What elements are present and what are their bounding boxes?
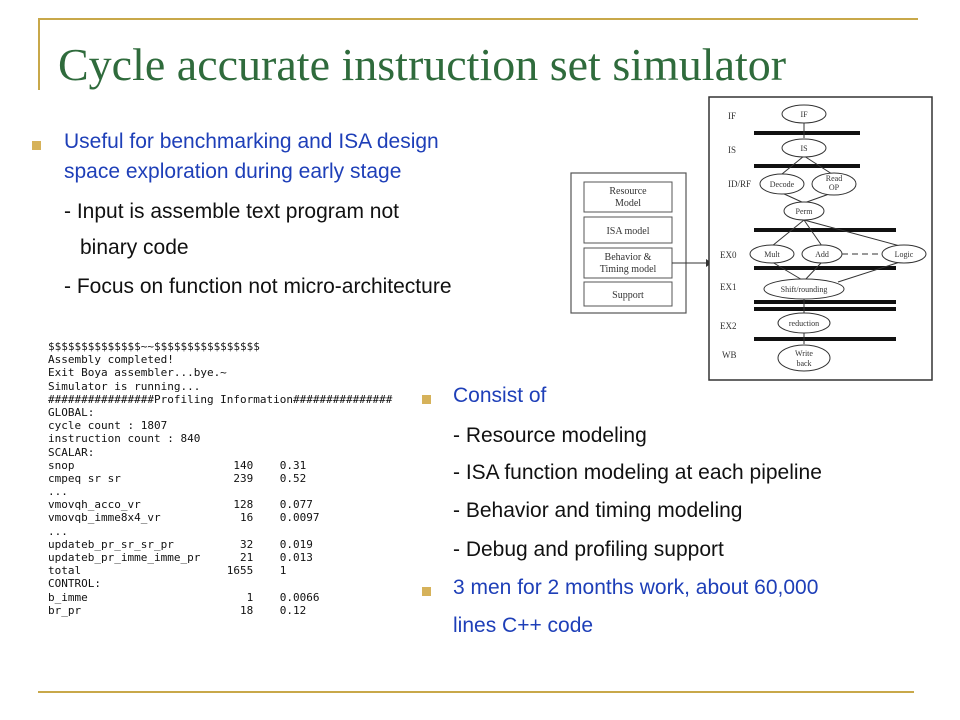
console-line: cmpeq sr sr 239 0.52 bbox=[48, 471, 307, 485]
sub-item: - Input is assemble text program not bbox=[64, 200, 399, 223]
node-is: IS bbox=[800, 144, 807, 153]
consist-of-heading: Consist of bbox=[453, 384, 547, 407]
console-line: Exit Boya assembler...bye.~ bbox=[48, 366, 227, 380]
console-line: Assembly completed! bbox=[48, 353, 174, 367]
sub-item: binary code bbox=[80, 236, 189, 259]
console-line: SCALAR: bbox=[48, 445, 95, 459]
node-reduction: reduction bbox=[789, 319, 819, 328]
node-shift-rounding: Shift/rounding bbox=[781, 285, 828, 294]
node-read-op: Read bbox=[826, 174, 842, 183]
node-add: Add bbox=[815, 250, 829, 259]
bullet-text-line2: space exploration during early stage bbox=[64, 160, 402, 183]
console-line: updateb_pr_sr_sr_pr 32 0.019 bbox=[48, 537, 313, 551]
model-support-label: Support bbox=[612, 290, 644, 301]
svg-text:Model: Model bbox=[615, 198, 641, 209]
node-decode: Decode bbox=[770, 180, 795, 189]
node-mult: Mult bbox=[764, 250, 780, 259]
stage-label: ID/RF bbox=[728, 179, 751, 189]
model-isa-label: ISA model bbox=[606, 226, 649, 237]
model-resource-label: Resource bbox=[609, 186, 647, 197]
frame-vertical-line bbox=[38, 18, 40, 90]
console-line: ################Profiling Information###… bbox=[48, 392, 393, 406]
model-block-diagram: Resource Model ISA model Behavior & Timi… bbox=[570, 172, 712, 314]
console-line: GLOBAL: bbox=[48, 405, 95, 419]
consist-item: - Debug and profiling support bbox=[453, 538, 724, 561]
consist-item: - Behavior and timing modeling bbox=[453, 499, 743, 522]
svg-text:back: back bbox=[796, 359, 811, 368]
console-line: ... bbox=[48, 485, 68, 499]
node-logic: Logic bbox=[895, 250, 914, 259]
bullet-square bbox=[32, 141, 41, 150]
effort-text-line2: lines C++ code bbox=[453, 614, 594, 637]
effort-text-line1: 3 men for 2 months work, about 60,000 bbox=[453, 576, 819, 599]
console-line: CONTROL: bbox=[48, 577, 101, 591]
stage-label: EX2 bbox=[720, 321, 737, 331]
console-line: br_pr 18 0.12 bbox=[48, 603, 307, 617]
svg-text:Timing model: Timing model bbox=[600, 264, 657, 275]
console-line: ... bbox=[48, 524, 68, 538]
console-line: vmovqh_acco_vr 128 0.077 bbox=[48, 498, 313, 512]
node-perm: Perm bbox=[796, 207, 814, 216]
console-line: Simulator is running... bbox=[48, 379, 201, 393]
stage-label: IF bbox=[728, 111, 736, 121]
slide-title: Cycle accurate instruction set simulator bbox=[58, 39, 787, 90]
pipeline-diagram: IF IS ID/RF EX0 EX1 EX2 WB bbox=[708, 96, 933, 381]
frame-top-line bbox=[38, 18, 918, 20]
node-if: IF bbox=[800, 110, 808, 119]
stage-label: WB bbox=[722, 350, 737, 360]
svg-text:OP: OP bbox=[829, 183, 840, 192]
frame-bottom-line bbox=[38, 691, 914, 693]
sub-item: - Focus on function not micro-architectu… bbox=[64, 275, 452, 298]
consist-item: - ISA function modeling at each pipeline bbox=[453, 461, 822, 484]
stage-label: IS bbox=[728, 145, 736, 155]
console-line: total 1655 1 bbox=[48, 564, 287, 578]
simulator-console-output: $$$$$$$$$$$$$$~~$$$$$$$$$$$$$$$$Assembly… bbox=[48, 340, 395, 630]
node-write-back: Write bbox=[795, 349, 813, 358]
bullet-square bbox=[422, 395, 431, 404]
console-line: snop 140 0.31 bbox=[48, 458, 307, 472]
bullet-text-line1: Useful for benchmarking and ISA design bbox=[64, 130, 439, 153]
stage-label: EX0 bbox=[720, 250, 737, 260]
bullet-square bbox=[422, 587, 431, 596]
console-line: vmovqb_imme8x4_vr 16 0.0097 bbox=[48, 511, 320, 525]
console-line: updateb_pr_imme_imme_pr 21 0.013 bbox=[48, 551, 313, 564]
consist-item: - Resource modeling bbox=[453, 424, 647, 447]
stage-label: EX1 bbox=[720, 282, 737, 292]
console-line: cycle count : 1807 bbox=[48, 419, 168, 433]
console-line: $$$$$$$$$$$$$$~~$$$$$$$$$$$$$$$$ bbox=[48, 340, 260, 353]
model-behavior-label: Behavior & bbox=[605, 252, 652, 263]
console-line: b_imme 1 0.0066 bbox=[48, 590, 320, 604]
console-line: instruction count : 840 bbox=[48, 432, 201, 446]
